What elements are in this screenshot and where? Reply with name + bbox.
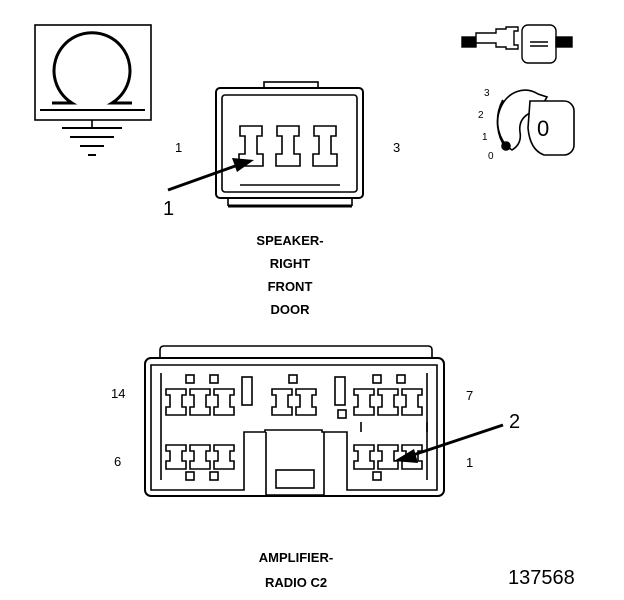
- speaker-caption-line-4: DOOR: [270, 302, 310, 317]
- lock-position-icon: [496, 89, 575, 156]
- figure-number: 137568: [508, 567, 575, 589]
- speaker-pin-1-label: 1: [175, 140, 183, 155]
- connector-key-icon: [461, 24, 573, 64]
- speaker-caption-line-1: SPEAKER-: [256, 233, 324, 248]
- lock-position-3: 3: [484, 88, 490, 99]
- callout-arrow-1: [167, 158, 254, 192]
- lock-position-1: 1: [482, 132, 488, 143]
- amplifier-caption-line-2: RADIO C2: [264, 575, 328, 590]
- amplifier-caption-line-1: AMPLIFIER-: [258, 550, 334, 565]
- speaker-connector: [215, 81, 364, 208]
- callout-2-label: 2: [509, 411, 521, 433]
- ground-symbol-icon: [34, 24, 152, 156]
- speaker-caption-line-3: FRONT: [267, 279, 313, 294]
- speaker-pin-3-label: 3: [393, 140, 401, 155]
- lock-key-label: 0: [537, 116, 550, 141]
- callout-arrow-2: [394, 423, 504, 463]
- amplifier-pin-6-label: 6: [114, 454, 122, 469]
- amplifier-pin-7-label: 7: [466, 388, 474, 403]
- speaker-terminal: [238, 125, 338, 167]
- speaker-caption-line-2: RIGHT: [269, 256, 311, 271]
- amplifier-pin-14-label: 14: [111, 386, 126, 401]
- callout-1-label: 1: [163, 198, 175, 220]
- lock-position-2: 2: [478, 110, 484, 121]
- amplifier-pin-1-label: 1: [466, 455, 474, 470]
- amplifier-connector: [144, 345, 445, 497]
- lock-position-0: 0: [488, 151, 494, 162]
